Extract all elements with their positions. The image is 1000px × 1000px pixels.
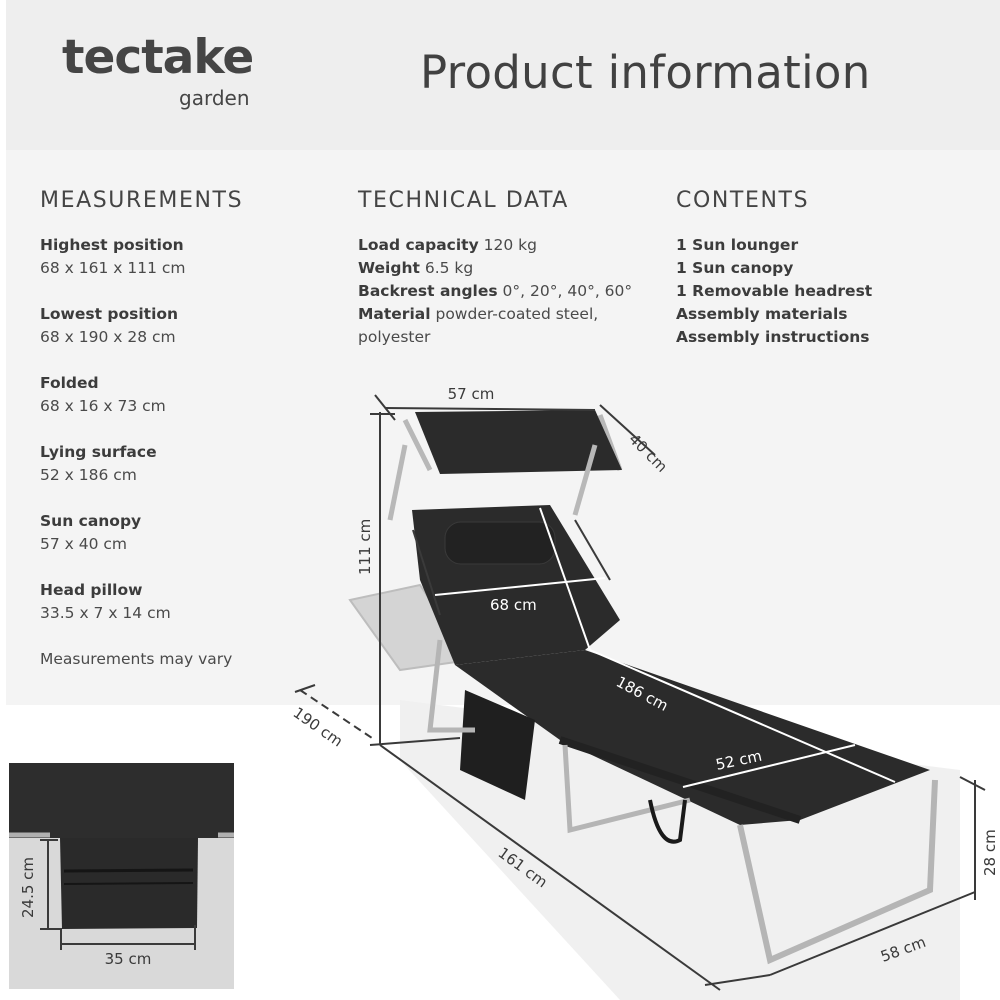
dim-canopy-width: 57 cm	[448, 385, 495, 403]
technical-section: TECHNICAL DATA Load capacity 120 kg Weig…	[358, 188, 632, 349]
contents-item: 1 Sun canopy	[676, 259, 794, 277]
spec-value: 6.5 kg	[424, 259, 474, 277]
contents-item: 1 Removable headrest	[676, 282, 873, 300]
contents-heading: CONTENTS	[676, 188, 810, 213]
dim-height-max: 111 cm	[356, 519, 374, 575]
spec-value-continued: polyester	[358, 328, 431, 346]
spec-value: 120 kg	[483, 236, 537, 254]
measurement-value: 57 x 40 cm	[40, 535, 128, 553]
measurement-item: Lowest position 68 x 190 x 28 cm	[40, 303, 243, 349]
sun-canopy	[387, 410, 623, 521]
spec-row: Backrest angles 0°, 20°, 40°, 60°	[358, 280, 632, 303]
spec-value: 0°, 20°, 40°, 60°	[502, 282, 633, 300]
measurements-note: Measurements may vary	[40, 650, 233, 668]
measurement-value: 52 x 186 cm	[40, 466, 137, 484]
measurement-item: Head pillow 33.5 x 7 x 14 cm	[40, 579, 243, 625]
measurement-label: Lying surface	[40, 443, 157, 461]
measurement-item: Lying surface 52 x 186 cm	[40, 441, 243, 487]
contents-section: CONTENTS 1 Sun lounger 1 Sun canopy 1 Re…	[676, 188, 872, 349]
dim-height-min: 28 cm	[981, 829, 999, 876]
spec-label: Backrest angles	[358, 282, 498, 300]
contents-item: Assembly materials	[676, 305, 848, 323]
spec-value: powder-coated steel,	[435, 305, 599, 323]
spec-row: Weight 6.5 kg	[358, 257, 632, 280]
measurement-label: Sun canopy	[40, 512, 142, 530]
measurement-item: Sun canopy 57 x 40 cm	[40, 510, 243, 556]
dim-canopy-depth: 40 cm	[625, 430, 671, 476]
measurement-item: Folded 68 x 16 x 73 cm	[40, 372, 243, 418]
head-pillow	[444, 521, 556, 565]
spec-label: Material	[358, 305, 431, 323]
spec-row: Material powder-coated steel,	[358, 303, 632, 326]
measurement-value: 68 x 190 x 28 cm	[40, 328, 176, 346]
brand-logo-sub: garden	[179, 86, 250, 110]
spec-label: Weight	[358, 259, 420, 277]
measurement-value: 33.5 x 7 x 14 cm	[40, 604, 171, 622]
spec-row: Load capacity 120 kg	[358, 234, 632, 257]
measurement-value: 68 x 16 x 73 cm	[40, 397, 166, 415]
measurement-label: Highest position	[40, 236, 184, 254]
measurement-label: Folded	[40, 374, 99, 392]
dim-width: 68 cm	[490, 596, 537, 614]
technical-heading: TECHNICAL DATA	[358, 188, 569, 213]
page-title: Product information	[420, 46, 871, 99]
contents-item: Assembly instructions	[676, 328, 870, 346]
brand-logo: tectake	[62, 30, 254, 85]
measurement-value: 68 x 161 x 111 cm	[40, 259, 186, 277]
side-pocket	[460, 690, 535, 800]
dimension-lines	[294, 394, 986, 991]
dimension-lines-white	[434, 507, 896, 788]
measurement-label: Head pillow	[40, 581, 143, 599]
measurements-section: MEASUREMENTS Highest position 68 x 161 x…	[40, 188, 243, 671]
measurement-item: Highest position 68 x 161 x 111 cm	[40, 234, 243, 280]
contents-item: 1 Sun lounger	[676, 236, 799, 254]
lounger-body	[412, 505, 938, 965]
measurements-heading: MEASUREMENTS	[40, 188, 244, 213]
measurement-label: Lowest position	[40, 305, 179, 323]
dim-length-lowest: 190 cm	[290, 704, 346, 751]
header-band	[6, 0, 1000, 150]
spec-label: Load capacity	[358, 236, 479, 254]
